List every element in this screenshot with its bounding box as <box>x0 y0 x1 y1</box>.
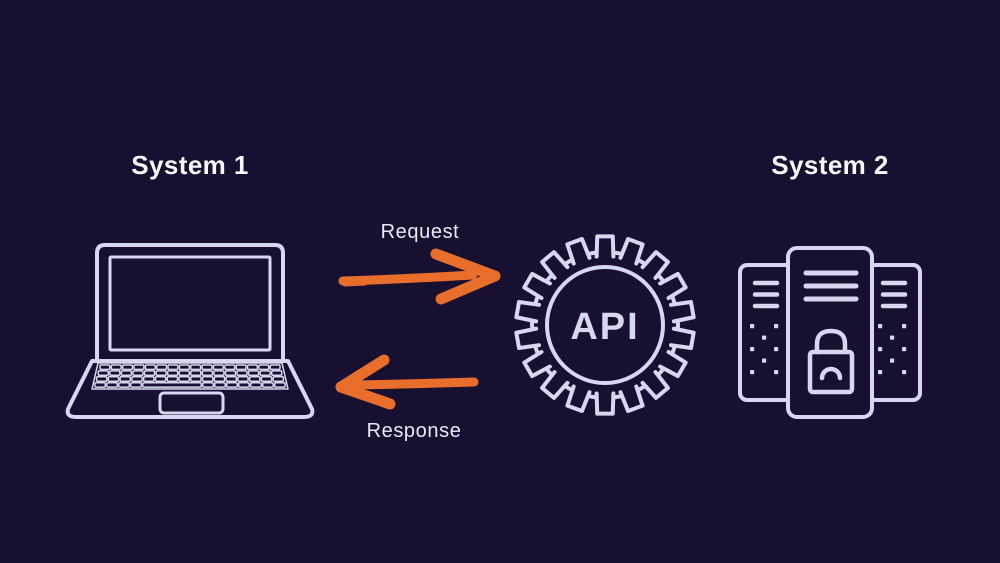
server-rack-lock-icon <box>738 246 922 419</box>
response-arrow-icon <box>335 354 479 410</box>
padlock-icon <box>807 328 855 395</box>
system1-title: System 1 <box>131 150 249 180</box>
laptop-icon <box>65 243 315 419</box>
api-label: API <box>570 306 639 348</box>
gear-teeth <box>514 234 696 416</box>
request-label: Request <box>380 221 460 243</box>
laptop-keyboard-outline <box>91 362 289 390</box>
laptop-screen-inner <box>108 255 272 352</box>
gear-inner-circle <box>545 265 665 385</box>
system2-title: System 2 <box>771 150 889 180</box>
server-right-dots <box>878 324 907 375</box>
server-left-dots <box>750 324 779 375</box>
request-arrow-icon <box>338 248 501 305</box>
laptop-keyboard-keys <box>94 364 286 388</box>
laptop-touchpad <box>158 391 225 415</box>
gear-icon: API <box>514 234 696 416</box>
laptop-base <box>65 359 315 419</box>
response-label: Response <box>366 420 462 442</box>
laptop-screen-outer <box>95 243 285 363</box>
